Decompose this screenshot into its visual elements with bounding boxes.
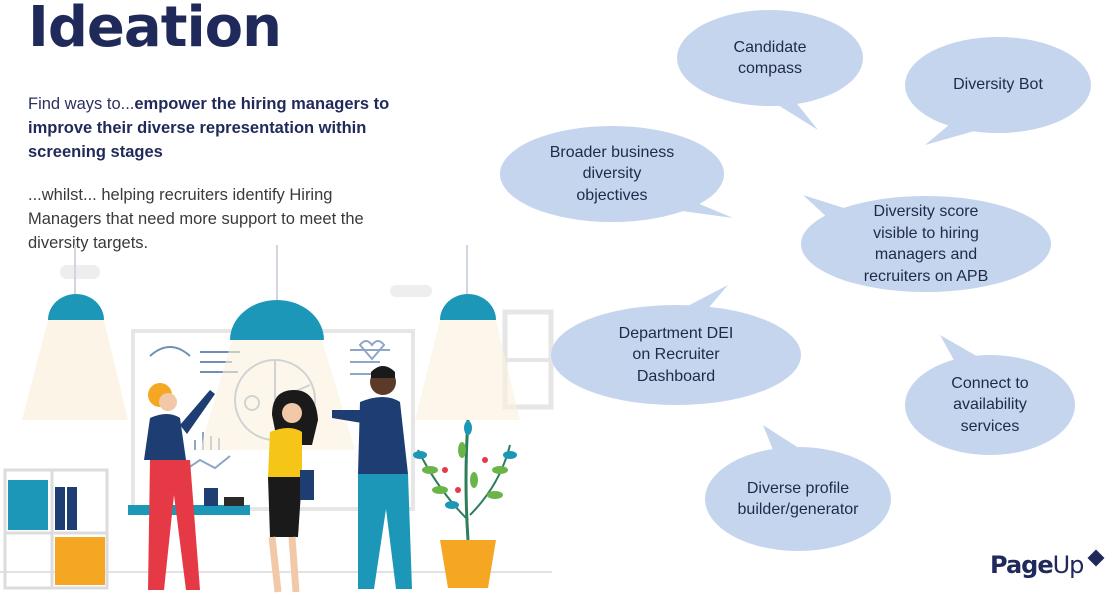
bubble-diversity-bot — [905, 37, 1091, 133]
lamp-center — [230, 300, 324, 340]
person-3-pants — [358, 474, 412, 589]
bubble-broader-business — [500, 126, 724, 222]
bubble-candidate-compass — [677, 10, 863, 106]
cloud-shape — [60, 265, 100, 279]
logo-text-page: Page — [990, 551, 1054, 579]
bubble-department-dei — [551, 305, 801, 405]
bubble-connect-availability — [905, 355, 1075, 455]
person-3-sweater — [358, 397, 408, 474]
intro-prefix: Find ways to... — [28, 95, 135, 113]
bubble-text-1: Diversity Bot — [953, 76, 1043, 94]
page-title: Ideation — [28, 0, 282, 60]
intro-bold: empower the hiring managers to improve t… — [28, 95, 390, 161]
pageup-diamond-icon — [1087, 549, 1105, 567]
intro-secondary: ...whilst... helping recruiters identify… — [28, 186, 364, 252]
person-1-pants — [148, 460, 200, 590]
person-2-top — [268, 428, 302, 477]
bookshelf — [3, 468, 109, 590]
logo-text-up: Up — [1052, 551, 1085, 579]
bubble-diverse-profile — [705, 447, 891, 551]
cup — [204, 488, 218, 506]
intro-text: Find ways to...empower the hiring manage… — [28, 92, 408, 164]
plant-pot — [440, 540, 496, 588]
pageup-logo: PageUp — [990, 551, 1085, 579]
lamp-right — [440, 294, 496, 320]
lamp-left — [48, 294, 104, 320]
bubble-diversity-score — [801, 196, 1051, 292]
